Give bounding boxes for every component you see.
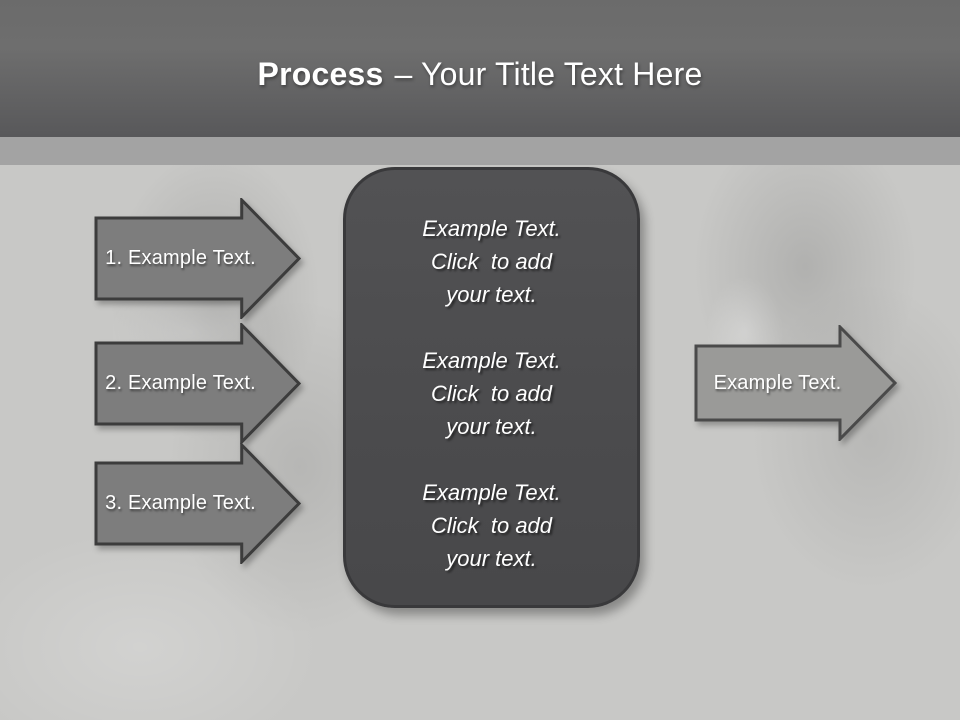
right-arrow-shape [94, 323, 301, 444]
title-rest: – Your Title Text Here [394, 56, 703, 92]
summary-paragraph-2[interactable]: Example Text. Click to add your text. [422, 348, 561, 439]
right-arrow-shape [694, 325, 897, 441]
result-arrow-label: Example Text. [713, 371, 842, 394]
header-divider-band [0, 137, 960, 165]
step-arrow-3[interactable]: 3. Example Text. [94, 443, 301, 564]
summary-box[interactable]: Example Text. Click to add your text. Ex… [343, 167, 640, 608]
step-arrow-1[interactable]: 1. Example Text. [94, 198, 301, 319]
title-bar: Process – Your Title Text Here [0, 0, 960, 137]
summary-paragraph-3[interactable]: Example Text. Click to add your text. [422, 480, 561, 571]
summary-paragraph-1[interactable]: Example Text. Click to add your text. [422, 216, 561, 307]
step-arrow-3-label: 3. Example Text. [105, 492, 256, 514]
title-emphasis: Process [257, 56, 384, 92]
step-arrow-2[interactable]: 2. Example Text. [94, 323, 301, 444]
step-arrow-2-label: 2. Example Text. [105, 372, 256, 394]
right-arrow-shape [94, 443, 301, 564]
page-title[interactable]: Process – Your Title Text Here [258, 56, 703, 93]
step-arrow-1-label: 1. Example Text. [105, 247, 256, 269]
right-arrow-shape [94, 198, 301, 319]
result-arrow[interactable]: Example Text. [694, 325, 897, 441]
